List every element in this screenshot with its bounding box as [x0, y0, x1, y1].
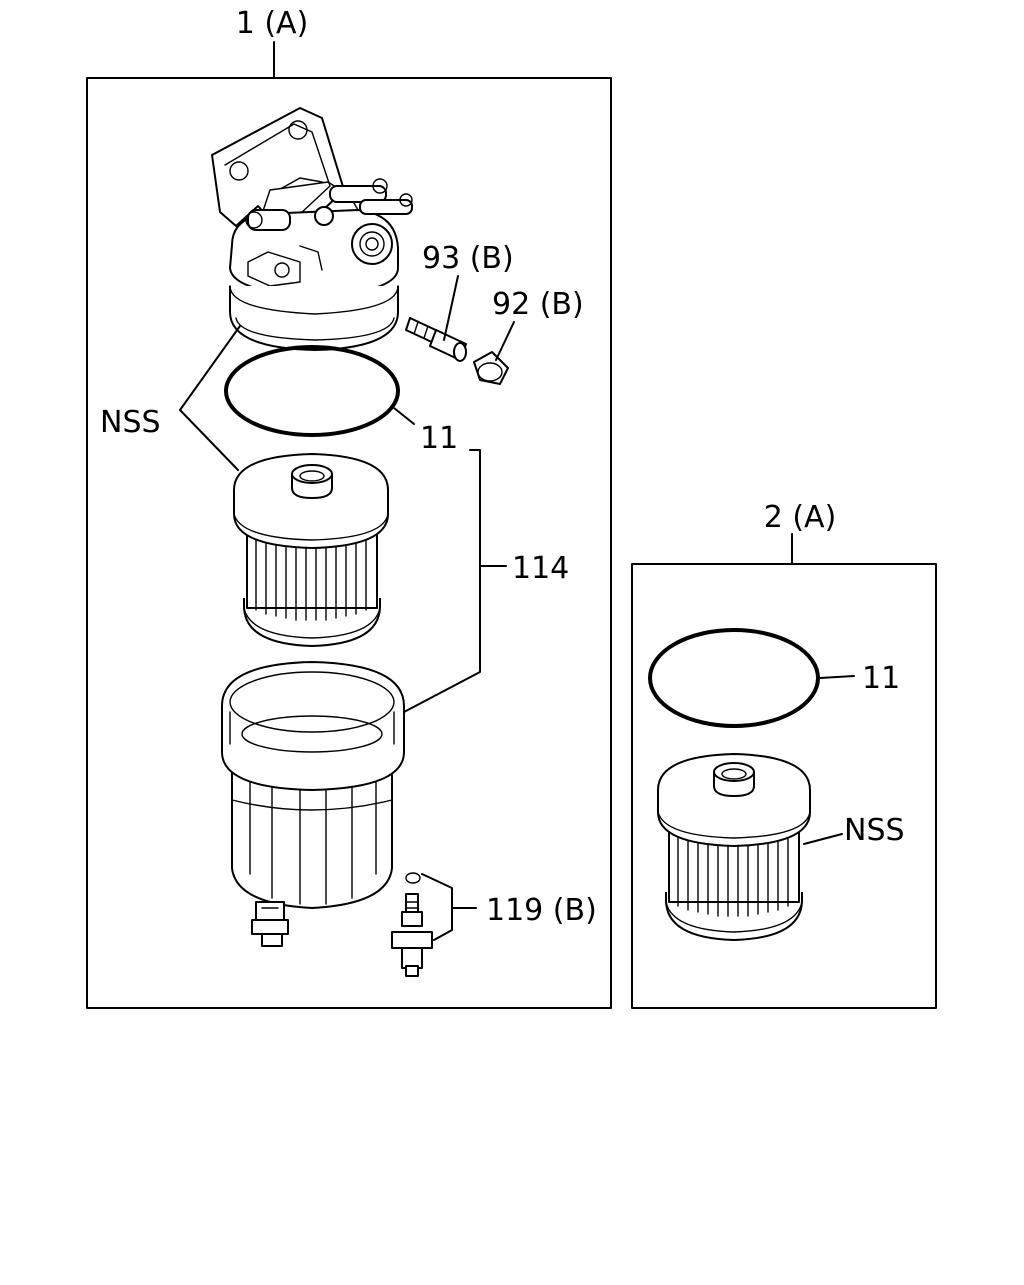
assembly-2-frame — [631, 563, 937, 1009]
leader-lines-2 — [803, 675, 855, 845]
o-ring-11-kit — [648, 628, 820, 728]
callout-119: 119 (B) — [486, 893, 597, 928]
callout-nss-1: NSS — [100, 405, 161, 440]
filter-head — [211, 107, 413, 351]
assembly-1: 1 (A) — [86, 6, 612, 1009]
filter-element — [233, 453, 389, 647]
callout-nss-2: NSS — [844, 813, 905, 848]
callout-11-b: 11 — [862, 661, 900, 696]
callout-93: 93 (B) — [422, 241, 514, 276]
part-119-sensor — [391, 872, 433, 977]
part-93-nipple — [405, 317, 467, 362]
assembly-1-label: 1 (A) — [236, 6, 309, 41]
callout-92: 92 (B) — [492, 287, 584, 322]
callout-11-a: 11 — [420, 421, 458, 456]
callout-114: 114 — [512, 551, 569, 586]
assembly-2: 2 (A) — [631, 500, 937, 1009]
filter-bowl — [221, 661, 405, 947]
part-92-cap — [473, 351, 509, 385]
leader-lines-1 — [179, 275, 515, 941]
filter-element-kit — [657, 753, 811, 941]
assembly-1-frame — [86, 77, 612, 1009]
assembly-2-label: 2 (A) — [764, 500, 837, 535]
o-ring-11 — [224, 345, 400, 437]
